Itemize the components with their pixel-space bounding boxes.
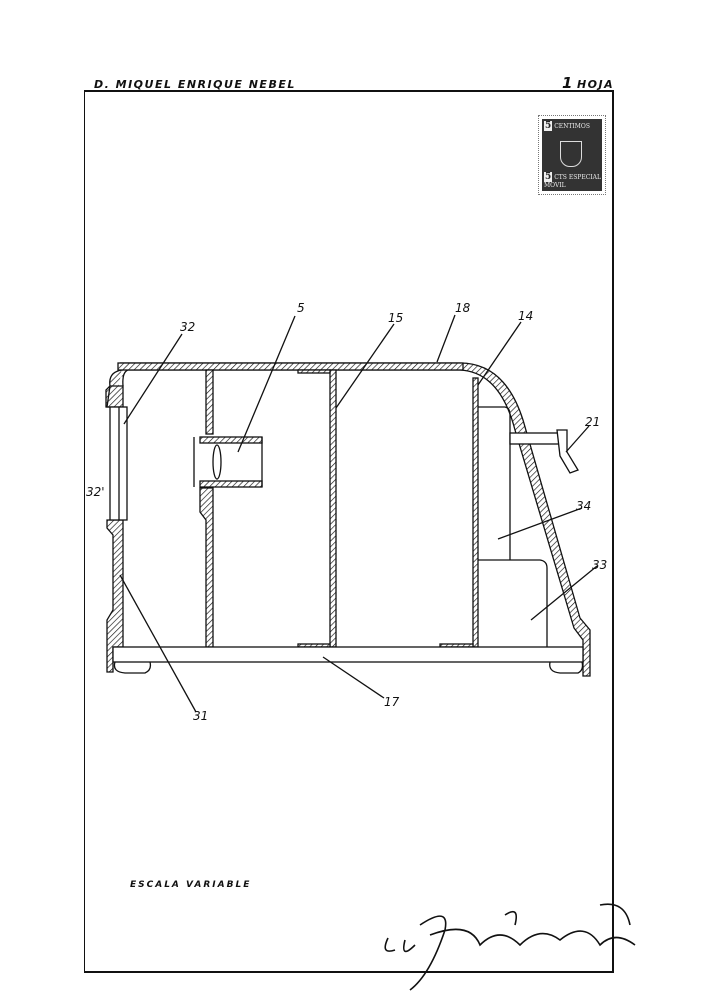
top-shell [105,362,591,677]
partition-wall [205,369,214,435]
tube-5-top [199,436,263,444]
tube-5-bottom [199,480,263,488]
label-5: 5 [297,301,305,315]
right-foot [549,661,584,674]
label-18: 18 [455,301,471,315]
revenue-stamp: 5 CENTIMOS 5 CTS ESPECIAL MOVIL [538,115,606,195]
top-plate [117,362,464,371]
stamp-type: ESPECIAL MOVIL [544,174,601,189]
label-31: 31 [193,709,208,723]
partition-lower [199,487,214,648]
label-21: 21 [585,415,600,429]
stamp-denomination: CENTIMOS [554,123,590,130]
scale-note: ESCALA VARIABLE [130,880,252,890]
partition-15 [329,369,337,648]
label-32-prime: 32' [86,485,105,499]
control-rod-21 [509,432,561,445]
label-14: 14 [518,309,533,323]
left-foot [113,661,152,674]
label-15: 15 [388,311,403,325]
stamp-unit: CTS [554,174,567,181]
sheet-number-value: 1 [562,74,574,92]
stamp-value-bottom: 5 [544,172,553,182]
base-plate-17 [112,646,584,663]
label-32: 32 [180,320,195,334]
partition-14 [472,377,479,648]
component-33 [478,559,548,648]
label-34: 34 [576,499,591,513]
signature [384,903,636,991]
coat-of-arms-icon [560,141,582,167]
control-knob-21 [556,429,579,474]
left-wall-lower [106,519,124,673]
applicant-name: D. MIQUEL ENRIQUE NEBEL [94,78,296,91]
label-33: 33 [592,558,607,572]
sheet-label: HOJA [576,78,615,91]
left-wall [106,385,124,408]
lens [212,444,222,480]
stamp-value-top: 5 [544,121,553,131]
label-17: 17 [384,695,400,709]
drawing-frame [84,90,614,973]
component-34 [478,406,511,560]
